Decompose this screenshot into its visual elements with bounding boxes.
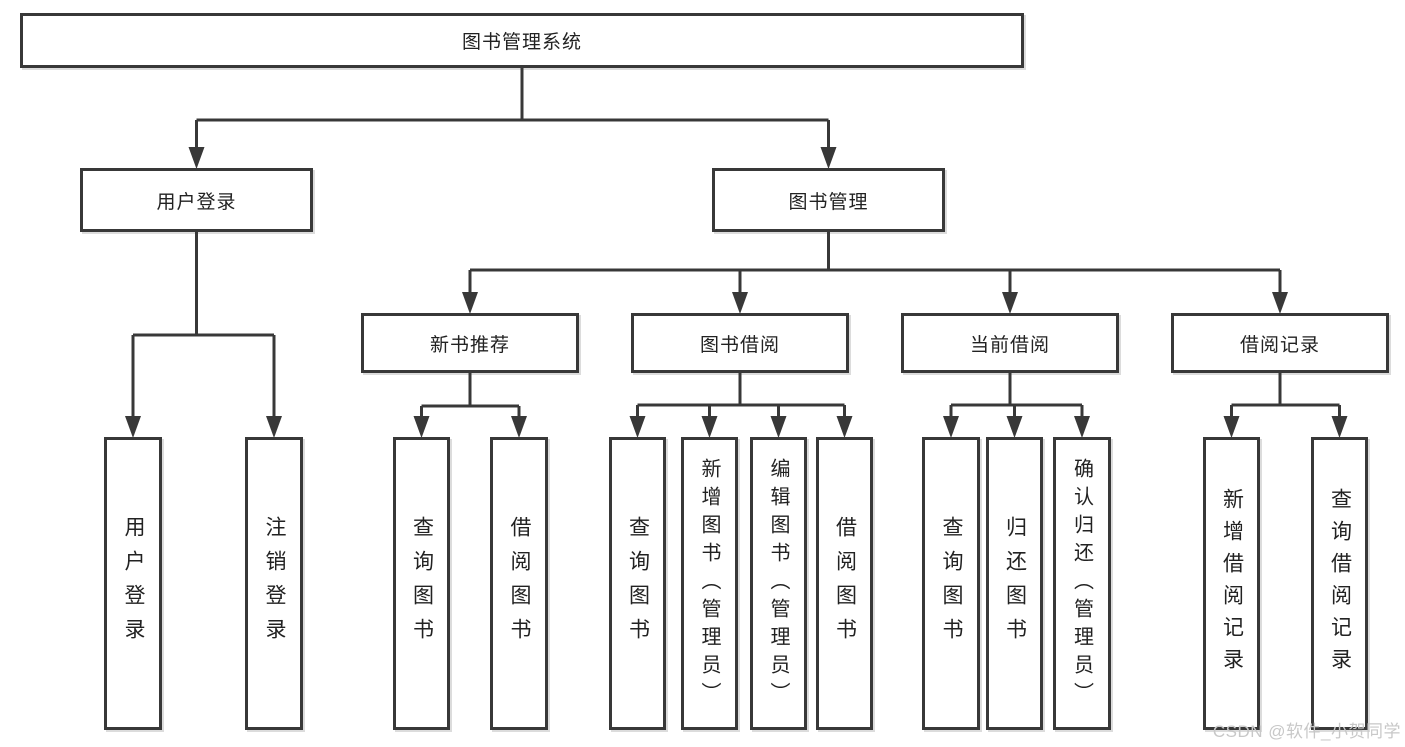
arrowhead: [266, 416, 282, 438]
arrowhead: [413, 416, 430, 438]
arrowhead: [1331, 416, 1348, 438]
arrowhead: [732, 292, 748, 314]
node-borrow-records: 借阅记录: [1171, 313, 1389, 373]
arrowhead: [1074, 416, 1090, 438]
leaf-borrow-books-recommend: 借阅图书: [490, 437, 548, 730]
arrowhead: [125, 416, 141, 438]
leaf-add-borrow-record: 新增借阅记录: [1203, 437, 1260, 730]
arrowhead: [511, 416, 527, 438]
connector-new-book-recommend-to-leaves: [420, 373, 521, 419]
leaf-query-borrow-record: 查询借阅记录: [1311, 437, 1368, 730]
arrowhead: [770, 416, 787, 438]
arrowhead: [701, 416, 718, 438]
watermark: CSDN @软件_小贺同学: [1212, 722, 1401, 741]
arrowhead: [1223, 416, 1240, 438]
leaf-confirm-return-admin: 确认归还（管理员）: [1053, 437, 1111, 730]
node-book-management: 图书管理: [712, 168, 945, 232]
arrowhead: [820, 147, 837, 169]
leaf-query-books-borrow: 查询图书: [609, 437, 666, 730]
leaf-borrow-books: 借阅图书: [816, 437, 873, 730]
leaf-edit-book-admin: 编辑图书（管理员）: [750, 437, 807, 730]
arrowhead: [1006, 416, 1023, 438]
connector-book-management-to-level3: [468, 232, 1282, 296]
node-user-login: 用户登录: [80, 168, 313, 232]
arrowhead: [1272, 292, 1288, 314]
connector-user-login-to-leaves: [131, 232, 276, 419]
node-root: 图书管理系统: [20, 13, 1024, 68]
connector-borrow-records-to-leaves: [1230, 373, 1341, 419]
node-book-borrow: 图书借阅: [631, 313, 849, 373]
arrowhead: [462, 292, 478, 314]
node-new-book-recommend: 新书推荐: [361, 313, 579, 373]
leaf-query-books-current: 查询图书: [922, 437, 980, 730]
connector-root-to-level2: [195, 68, 830, 152]
leaf-return-book: 归还图书: [986, 437, 1043, 730]
arrowhead: [1002, 292, 1018, 314]
leaf-query-books-recommend: 查询图书: [393, 437, 450, 730]
leaf-add-book-admin: 新增图书（管理员）: [681, 437, 738, 730]
connector-book-borrow-to-leaves: [636, 373, 846, 419]
arrowhead: [836, 416, 853, 438]
leaf-user-login: 用户登录: [104, 437, 162, 730]
arrowhead: [188, 147, 205, 169]
leaf-logout: 注销登录: [245, 437, 303, 730]
arrowhead: [943, 416, 959, 438]
connector-current-borrow-to-leaves: [949, 373, 1084, 419]
arrowhead: [629, 416, 646, 438]
node-current-borrow: 当前借阅: [901, 313, 1119, 373]
